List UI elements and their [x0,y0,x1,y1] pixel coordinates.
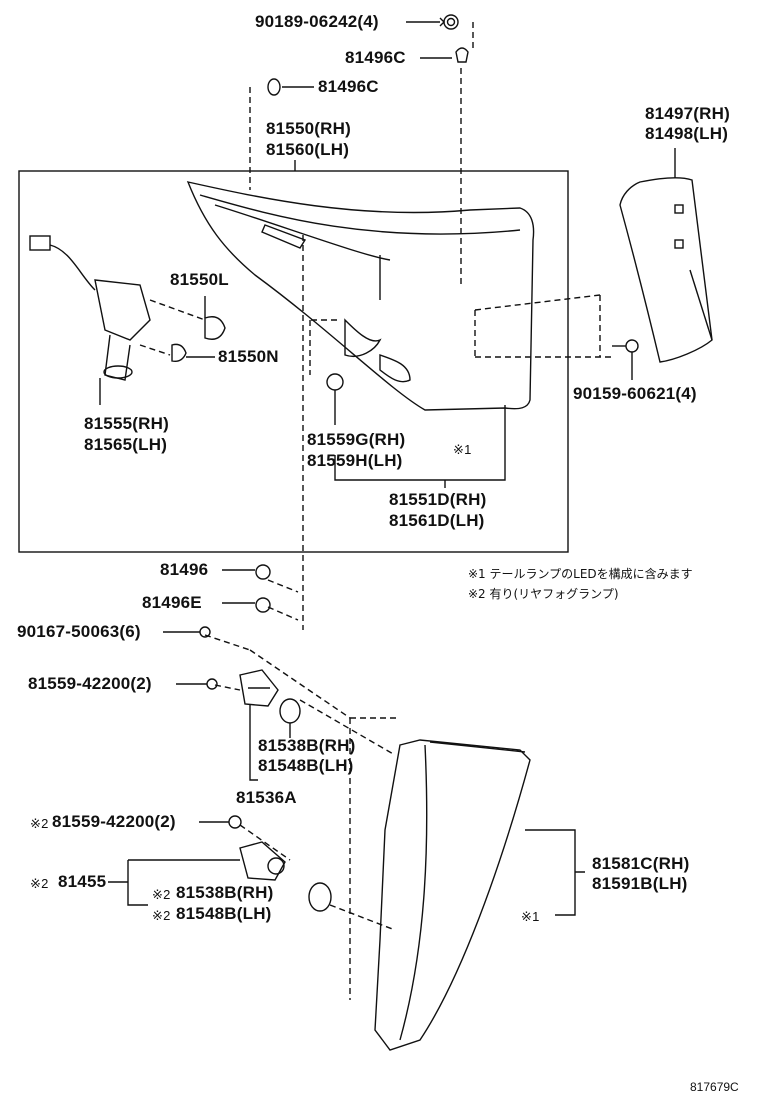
garnish-81497 [619,148,713,363]
screw-90159 [612,339,639,380]
clip-81496c-left [267,78,281,96]
gasket-81538b [279,698,301,724]
label-81536a: 81536A [236,788,297,807]
label-opt-mark-3: ※2 [152,887,171,902]
label-81548b-lh-opt: 81548B(LH) [176,904,272,923]
label-81559g-rh: 81559G(RH) [307,430,406,449]
note-1: ※1 テールランプのLEDを構成に含みます [468,567,693,581]
label-81561d-lh: 81561D(LH) [389,511,485,530]
label-mark1-bottom: ※1 [521,909,540,924]
label-opt-mark-2: ※2 [30,876,49,891]
label-81548b-lh: 81548B(LH) [258,756,354,775]
label-81555-rh: 81555(RH) [84,414,169,433]
label-81496c-top: 81496C [345,48,406,67]
label-81559-42200-opt: 81559-42200(2) [52,812,176,831]
socket-81559g [326,373,344,425]
label-81551d-rh: 81551D(RH) [389,490,487,509]
bulb-81559-42200-opt [228,815,242,829]
label-opt-mark-1: ※2 [30,816,49,831]
lamp-housing [186,181,535,411]
label-mark1-center: ※1 [453,442,472,457]
label-81550l: 81550L [170,270,229,289]
label-81455: 81455 [58,872,107,891]
label-81559h-lh: 81559H(LH) [307,451,403,470]
label-81581c-rh: 81581C(RH) [592,854,690,873]
assembly-box [18,170,569,553]
lens-81581c [374,739,531,1051]
label-81496e: 81496E [142,593,202,612]
clip-81496 [255,564,271,580]
label-81591b-lh: 81591B(LH) [592,874,688,893]
bulb-81550n [171,343,215,363]
label-81538b-rh: 81538B(RH) [258,736,356,755]
label-81559-42200: 81559-42200(2) [28,674,152,693]
dashed-guides [139,22,612,1000]
socket-81536a [239,669,279,707]
note-2: ※2 有り(リヤフォグランプ) [468,587,619,601]
socket-81555 [29,235,151,381]
label-81550n: 81550N [218,347,279,366]
label-81565-lh: 81565(LH) [84,435,168,454]
label-81497-rh: 81497(RH) [645,104,730,123]
screw-90189 [439,14,459,30]
label-81550-rh: 81550(RH) [266,119,351,138]
label-81496c-left: 81496C [318,77,379,96]
bulb-81550l [204,316,226,340]
label-81498-lh: 81498(LH) [645,124,729,143]
label-81560-lh: 81560(LH) [266,140,350,159]
label-90159-60621: 90159-60621(4) [573,384,697,403]
label-81496: 81496 [160,560,209,579]
bulb-81559-42200 [206,678,218,690]
label-90167-50063: 90167-50063(6) [17,622,141,641]
clip-81496c-top [455,47,469,63]
label-opt-mark-4: ※2 [152,908,171,923]
label-90189-06242: 90189-06242(4) [255,12,379,31]
socket-81455 [239,841,286,881]
clip-81496e [255,597,271,613]
diagram-code: 817679C [690,1080,739,1094]
label-81538b-rh-opt: 81538B(RH) [176,883,274,902]
gasket-81548b-opt [308,882,332,912]
